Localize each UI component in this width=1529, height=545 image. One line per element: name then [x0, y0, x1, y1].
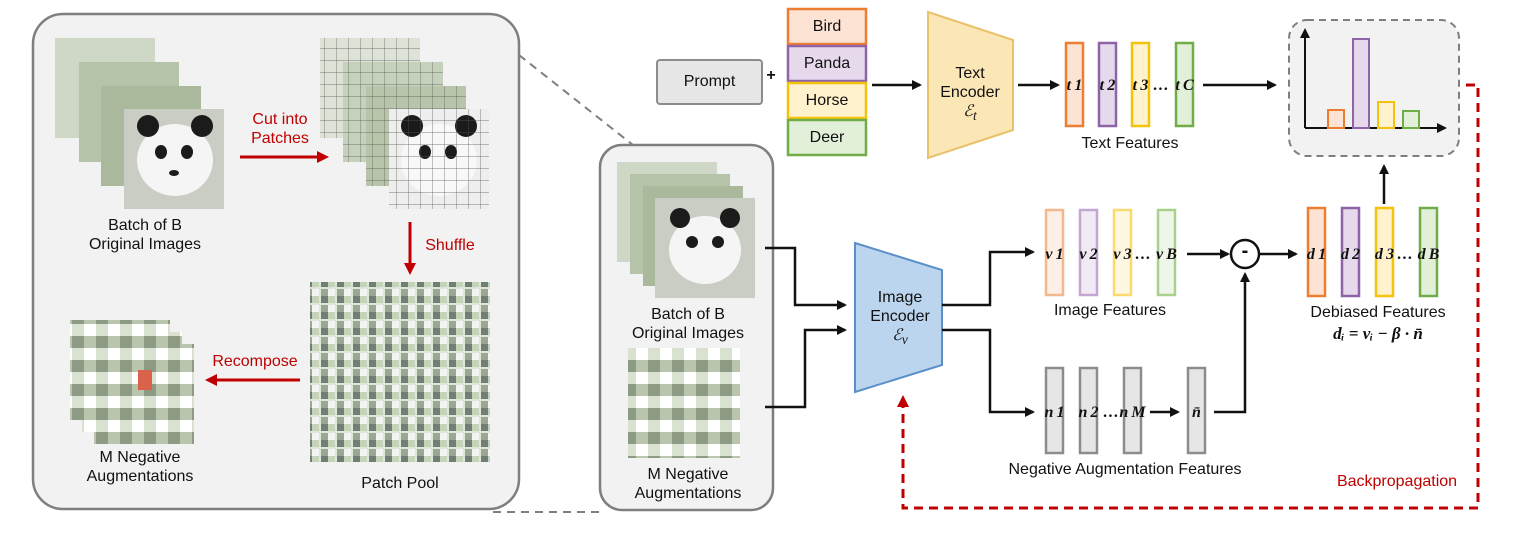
debiased-feature-bars	[1306, 206, 1439, 298]
subtract-symbol: -	[1241, 240, 1249, 262]
left-negative-label: M Negative Augmentations	[86, 449, 194, 485]
debiased-feature-label-dB: d B	[1417, 246, 1440, 263]
negative-feature-label-n2: n 2	[1078, 404, 1099, 421]
negative-feature-nM	[1122, 366, 1143, 455]
debiased-features-ellipsis: …	[1397, 246, 1413, 263]
negative-features-caption: Negative Augmentation Features	[1008, 461, 1242, 478]
text-feature-bars	[1064, 41, 1195, 128]
debiased-feature-d1	[1306, 206, 1327, 298]
text-feature-t2	[1097, 41, 1118, 128]
class-label-panda: Panda	[803, 54, 851, 72]
original-images-stack	[55, 38, 224, 209]
negative-feature-mean	[1186, 366, 1207, 455]
text-feature-label-tC: t C	[1175, 77, 1194, 94]
image-feature-v1	[1044, 208, 1065, 297]
shuffle-label: Shuffle	[425, 237, 475, 254]
class-box-panda	[786, 44, 868, 83]
middle-negative-augmentation	[628, 348, 740, 458]
subtract-node	[1229, 238, 1261, 270]
negative-feature-label-n1: n 1	[1044, 404, 1065, 421]
text-feature-t3	[1130, 41, 1151, 128]
logit-bar-horse	[1377, 101, 1395, 129]
logit-bar-bird	[1327, 109, 1345, 129]
prompt-label: Prompt	[683, 73, 736, 90]
class-label-deer: Deer	[809, 128, 845, 146]
debiased-feature-dB	[1418, 206, 1439, 298]
image-feature-bars	[1044, 208, 1177, 297]
text-feature-tC	[1174, 41, 1195, 128]
patch-pool	[310, 282, 490, 462]
image-encoder-label: Image Encoder ℰv	[870, 289, 930, 348]
arrow-encoder-to-image-features	[942, 247, 1035, 307]
text-feature-t1	[1064, 41, 1085, 128]
image-feature-label-v2: v 2	[1079, 246, 1098, 263]
image-features-ellipsis: …	[1135, 246, 1151, 263]
text-feature-label-t2: t 2	[1099, 77, 1116, 94]
debiased-feature-label-d2: d 2	[1340, 246, 1361, 263]
image-encoder	[854, 241, 943, 394]
backpropagation-path	[897, 83, 1480, 510]
arrow-encoder-to-negative-features	[942, 328, 1035, 417]
patched-images-stack	[320, 38, 489, 209]
debiased-feature-d2	[1340, 206, 1361, 298]
negative-feature-bars	[1044, 366, 1207, 455]
cut-label: Cut into Patches	[251, 111, 309, 147]
text-feature-label-t1: t 1	[1066, 77, 1083, 94]
negative-feature-n1	[1044, 366, 1065, 455]
text-feature-label-t3: t 3	[1132, 77, 1149, 94]
panda-face	[137, 124, 213, 196]
patch-pool-label: Patch Pool	[361, 475, 439, 492]
negative-feature-mean-label: n̄	[1192, 404, 1201, 421]
arrow-images-to-encoder	[765, 246, 847, 310]
image-feature-vB	[1156, 208, 1177, 297]
class-boxes	[786, 7, 868, 157]
backpropagation-label: Backpropagation	[1336, 473, 1458, 490]
class-label-horse: Horse	[805, 91, 849, 109]
middle-original-images-stack	[617, 162, 755, 298]
negative-augmentations-stack	[70, 320, 194, 444]
debiased-feature-d3	[1374, 206, 1395, 298]
logits-box	[1288, 19, 1460, 157]
negative-features-ellipsis: …	[1103, 404, 1119, 421]
arrow-negatives-to-encoder	[765, 325, 847, 409]
class-box-bird	[786, 7, 868, 46]
image-feature-v2	[1078, 208, 1099, 297]
middle-negative-label: M Negative Augmentations	[634, 466, 742, 502]
debiased-feature-label-d3: d 3	[1374, 246, 1395, 263]
image-features-caption: Image Features	[1053, 302, 1167, 319]
class-box-horse	[786, 81, 868, 120]
text-features-ellipsis: …	[1153, 77, 1169, 94]
text-features-caption: Text Features	[1081, 135, 1179, 152]
class-box-deer	[786, 118, 868, 157]
image-feature-label-vB: v B	[1156, 246, 1177, 263]
logit-bar-deer	[1402, 110, 1420, 129]
negative-feature-n2	[1078, 366, 1099, 455]
debiased-feature-label-d1: d 1	[1306, 246, 1327, 263]
text-encoder	[927, 10, 1014, 160]
debiased-features-caption: Debiased Features	[1310, 304, 1446, 321]
zoom-connector-top	[518, 54, 634, 146]
negative-feature-label-nM: n M	[1119, 404, 1146, 421]
text-encoder-label: Text Encoder ℰt	[940, 65, 1000, 124]
debiased-formula: dᵢ = vᵢ − β · n̄	[1333, 324, 1423, 343]
plus-sign: +	[766, 67, 776, 84]
image-feature-label-v3: v 3	[1113, 246, 1132, 263]
recompose-label: Recompose	[212, 353, 298, 370]
arrow-mean-to-subtract	[1214, 272, 1250, 414]
middle-batch-label: Batch of B Original Images	[631, 306, 745, 342]
image-feature-label-v1: v 1	[1045, 246, 1064, 263]
left-batch-label: Batch of B Original Images	[88, 217, 202, 253]
prompt-box	[656, 59, 763, 105]
class-label-bird: Bird	[812, 17, 842, 35]
logit-bar-panda	[1352, 38, 1370, 129]
image-feature-v3	[1112, 208, 1133, 297]
